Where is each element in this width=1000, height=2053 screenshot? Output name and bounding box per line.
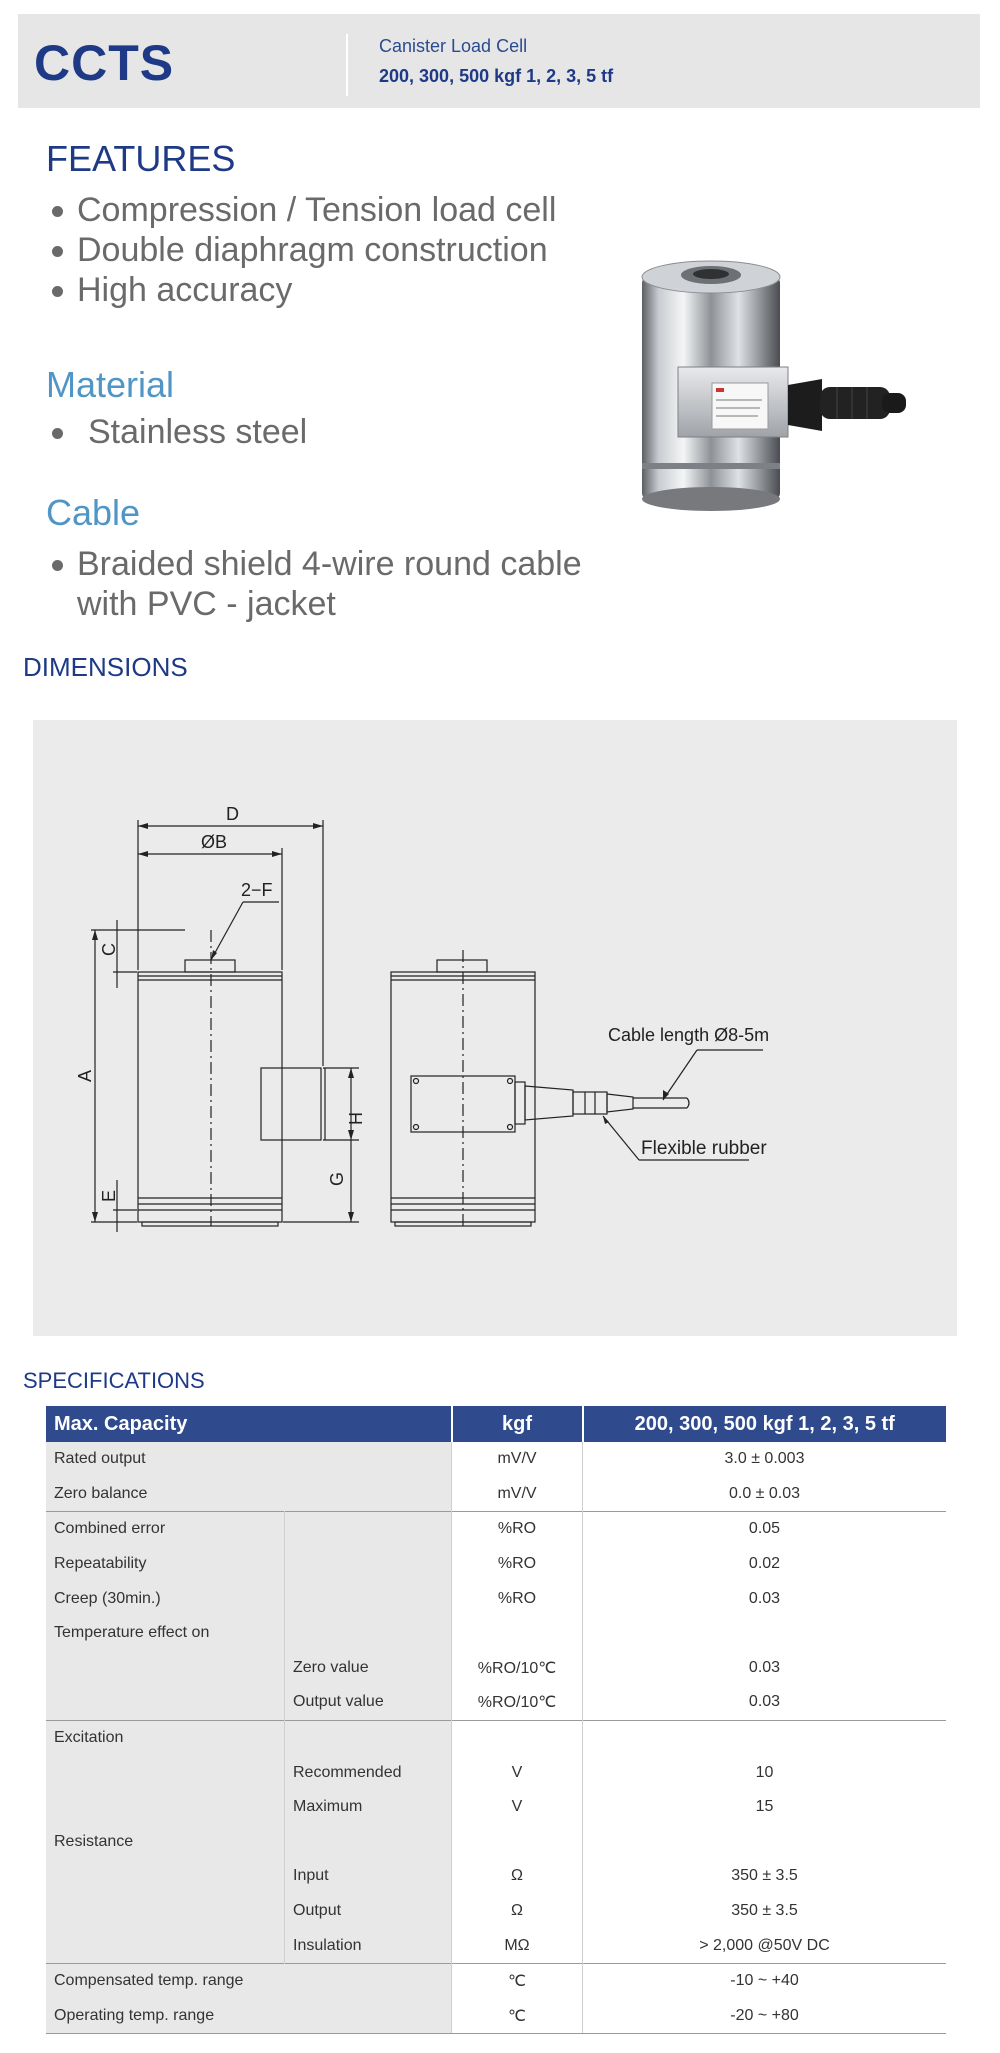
material-list: Stainless steel — [50, 412, 307, 452]
table-row: Compensated temp. range ℃ -10 ~ +40 — [46, 1962, 946, 1999]
dim-label-b: ØB — [201, 832, 227, 852]
table-row: Excitation — [46, 1719, 946, 1756]
list-item: Double diaphragm construction — [50, 230, 556, 270]
dimensions-heading: DIMENSIONS — [23, 652, 188, 682]
table-row: Operating temp. range ℃ -20 ~ +80 — [46, 1998, 946, 2035]
cable-length-label: Cable length Ø8-5m — [608, 1025, 769, 1045]
features-list: Compression / Tension load cell Double d… — [50, 190, 556, 310]
table-row: Rated output mV/V 3.0 ± 0.003 — [46, 1442, 946, 1477]
table-row: Zero value %RO/10℃ 0.03 — [46, 1650, 946, 1686]
bullet-icon — [52, 286, 63, 297]
table-row: Input Ω 350 ± 3.5 — [46, 1859, 946, 1894]
dim-label-a: A — [75, 1070, 95, 1082]
header-capacities: 200, 300, 500 kgf 1, 2, 3, 5 tf — [581, 1406, 946, 1442]
dim-label-g: G — [327, 1172, 347, 1186]
table-row: Repeatability %RO 0.02 — [46, 1546, 946, 1582]
table-row: Maximum V 15 — [46, 1789, 946, 1825]
specifications-table: Max. Capacity kgf 200, 300, 500 kgf 1, 2… — [46, 1406, 946, 2035]
model-name: CCTS — [34, 35, 175, 91]
list-item: High accuracy — [50, 270, 556, 310]
table-row: Output Ω 350 ± 3.5 — [46, 1893, 946, 1929]
table-row: Creep (30min.) %RO 0.03 — [46, 1581, 946, 1616]
table-row: Insulation MΩ > 2,000 @50V DC — [46, 1928, 946, 1964]
cable-heading: Cable — [46, 492, 141, 533]
dim-label-c: C — [99, 943, 119, 956]
list-item: Compression / Tension load cell — [50, 190, 556, 230]
title-banner: CCTS Canister Load Cell 200, 300, 500 kg… — [18, 14, 980, 108]
product-subtitle: Canister Load Cell — [379, 36, 528, 56]
load-cell-photo — [641, 260, 906, 511]
table-row: Combined error %RO 0.05 — [46, 1511, 946, 1547]
dim-label-d: D — [226, 804, 239, 824]
table-row: Recommended V 10 — [46, 1755, 946, 1790]
header-max-capacity: Max. Capacity — [46, 1406, 452, 1442]
table-row: Zero balance mV/V 0.0 ± 0.03 — [46, 1476, 946, 1512]
dim-label-e: E — [99, 1190, 119, 1202]
dimension-drawing: D ØB 2−F C A E H G Cable length Ø8-5m Fl… — [33, 720, 957, 1336]
features-heading: FEATURES — [46, 138, 236, 179]
bullet-icon — [52, 206, 63, 217]
product-capacities: 200, 300, 500 kgf 1, 2, 3, 5 tf — [379, 66, 614, 86]
header-divider — [346, 34, 348, 96]
table-row: Output value %RO/10℃ 0.03 — [46, 1685, 946, 1721]
material-heading: Material — [46, 364, 175, 405]
specifications-heading: SPECIFICATIONS — [23, 1368, 205, 1393]
dim-label-h: H — [345, 1112, 365, 1125]
table-row: Temperature effect on — [46, 1615, 946, 1651]
dim-label-f: 2−F — [241, 880, 273, 900]
table-row: Resistance — [46, 1824, 946, 1860]
table-header-row: Max. Capacity kgf 200, 300, 500 kgf 1, 2… — [46, 1406, 946, 1442]
list-item: Stainless steel — [50, 412, 307, 452]
bullet-icon — [52, 428, 63, 439]
flexible-rubber-label: Flexible rubber — [641, 1138, 767, 1159]
bullet-icon — [52, 246, 63, 257]
bullet-icon — [52, 560, 63, 571]
header-unit: kgf — [450, 1406, 583, 1442]
